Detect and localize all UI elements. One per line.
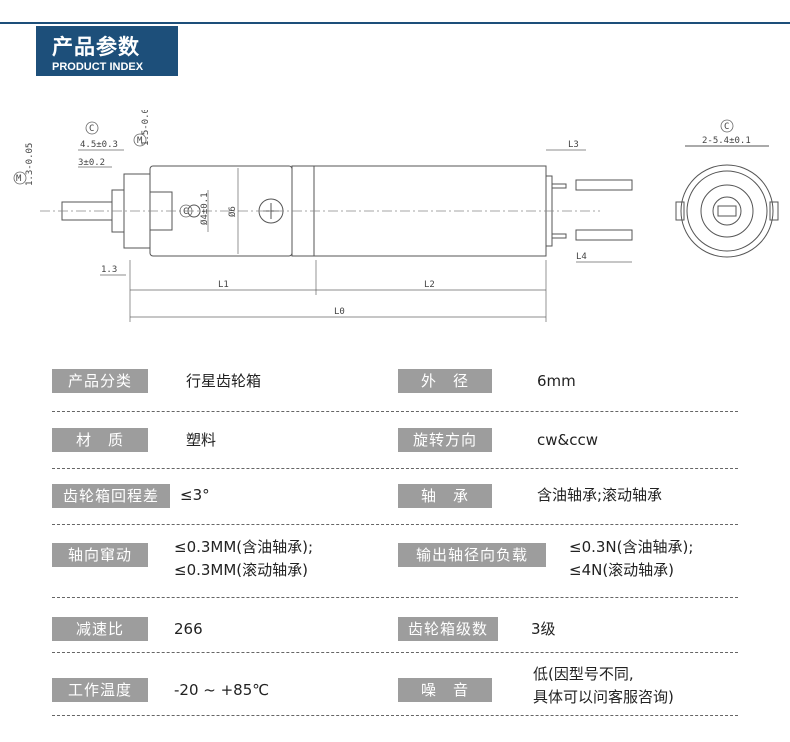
label-stages: 齿轮箱级数 bbox=[398, 617, 498, 641]
dimension-labels: C 4.5±0.3 3±0.2 M 1.5-0.05 M 1.3-0.05 1.… bbox=[13, 103, 587, 317]
value-rotation: cw&ccw bbox=[537, 431, 598, 449]
label-axial-play: 轴向窜动 bbox=[52, 543, 148, 567]
value-radial-load-2: ≤4N(滚动轴承) bbox=[569, 561, 675, 579]
row-divider bbox=[52, 524, 738, 525]
value-outer-diameter: 6mm bbox=[537, 372, 576, 390]
label-noise: 噪 音 bbox=[398, 678, 492, 702]
label-rotation: 旋转方向 bbox=[398, 428, 492, 452]
label-radial-load: 输出轴径向负载 bbox=[398, 543, 546, 567]
row-divider bbox=[52, 652, 738, 653]
label-material: 材 质 bbox=[52, 428, 148, 452]
value-radial-load-1: ≤0.3N(含油轴承); bbox=[569, 538, 694, 556]
value-material: 塑料 bbox=[186, 431, 217, 449]
value-axial-play-2: ≤0.3MM(滚动轴承) bbox=[174, 561, 309, 579]
value-reduction-ratio: 266 bbox=[174, 620, 203, 638]
dim-1-3b: 1.3 bbox=[101, 265, 117, 275]
dim-2-5-4: 2-5.4±0.1 bbox=[702, 136, 751, 146]
value-product-category: 行星齿轮箱 bbox=[186, 372, 262, 390]
value-backlash: ≤3° bbox=[180, 486, 210, 504]
dim-diameter-6: Ø6 bbox=[227, 206, 238, 217]
row-divider bbox=[52, 468, 738, 469]
section-title: 产品参数 bbox=[52, 35, 140, 59]
value-bearing: 含油轴承;滚动轴承 bbox=[537, 486, 663, 504]
value-operating-temp: -20 ~ +85℃ bbox=[174, 681, 270, 699]
dim-L4: L4 bbox=[576, 252, 587, 262]
dim-c-1: C bbox=[89, 124, 94, 134]
dim-4-5: 4.5±0.3 bbox=[80, 140, 118, 150]
dim-m-2: M bbox=[16, 174, 22, 184]
dim-L2: L2 bbox=[424, 280, 435, 290]
dim-m-1: M bbox=[137, 136, 143, 146]
section-subtitle: PRODUCT INDEX bbox=[52, 61, 144, 73]
label-operating-temp: 工作温度 bbox=[52, 678, 148, 702]
label-reduction-ratio: 减速比 bbox=[52, 617, 148, 641]
section-badge: 产品参数 PRODUCT INDEX bbox=[36, 26, 178, 76]
value-noise-2: 具体可以问客服咨询) bbox=[533, 688, 674, 706]
end-view-drawing bbox=[675, 145, 779, 258]
label-product-category: 产品分类 bbox=[52, 369, 148, 393]
dim-c-2: C bbox=[183, 207, 188, 217]
dim-L0: L0 bbox=[334, 307, 345, 317]
dim-3: 3±0.2 bbox=[78, 158, 105, 168]
dim-1-5: 1.5-0.05 bbox=[141, 110, 151, 146]
label-bearing: 轴 承 bbox=[398, 484, 492, 508]
header-rule bbox=[0, 22, 790, 24]
value-stages: 3级 bbox=[531, 620, 556, 638]
value-noise-1: 低(因型号不同, bbox=[533, 665, 634, 683]
dim-1-3: 1.3-0.05 bbox=[25, 143, 35, 186]
dim-L1: L1 bbox=[218, 280, 229, 290]
row-divider bbox=[52, 411, 738, 412]
row-divider bbox=[52, 597, 738, 598]
value-axial-play-1: ≤0.3MM(含油轴承); bbox=[174, 538, 314, 556]
label-backlash: 齿轮箱回程差 bbox=[52, 484, 170, 508]
dim-L3: L3 bbox=[568, 140, 579, 150]
technical-drawing: C 4.5±0.3 3±0.2 M 1.5-0.05 M 1.3-0.05 1.… bbox=[0, 103, 790, 350]
dimension-drawing: C 4.5±0.3 3±0.2 M 1.5-0.05 M 1.3-0.05 1.… bbox=[13, 103, 779, 322]
dim-c-3: C bbox=[724, 122, 729, 132]
row-divider bbox=[52, 715, 738, 716]
label-outer-diameter: 外 径 bbox=[398, 369, 492, 393]
dim-diameter-4: Ø4±0.1 bbox=[199, 192, 210, 225]
